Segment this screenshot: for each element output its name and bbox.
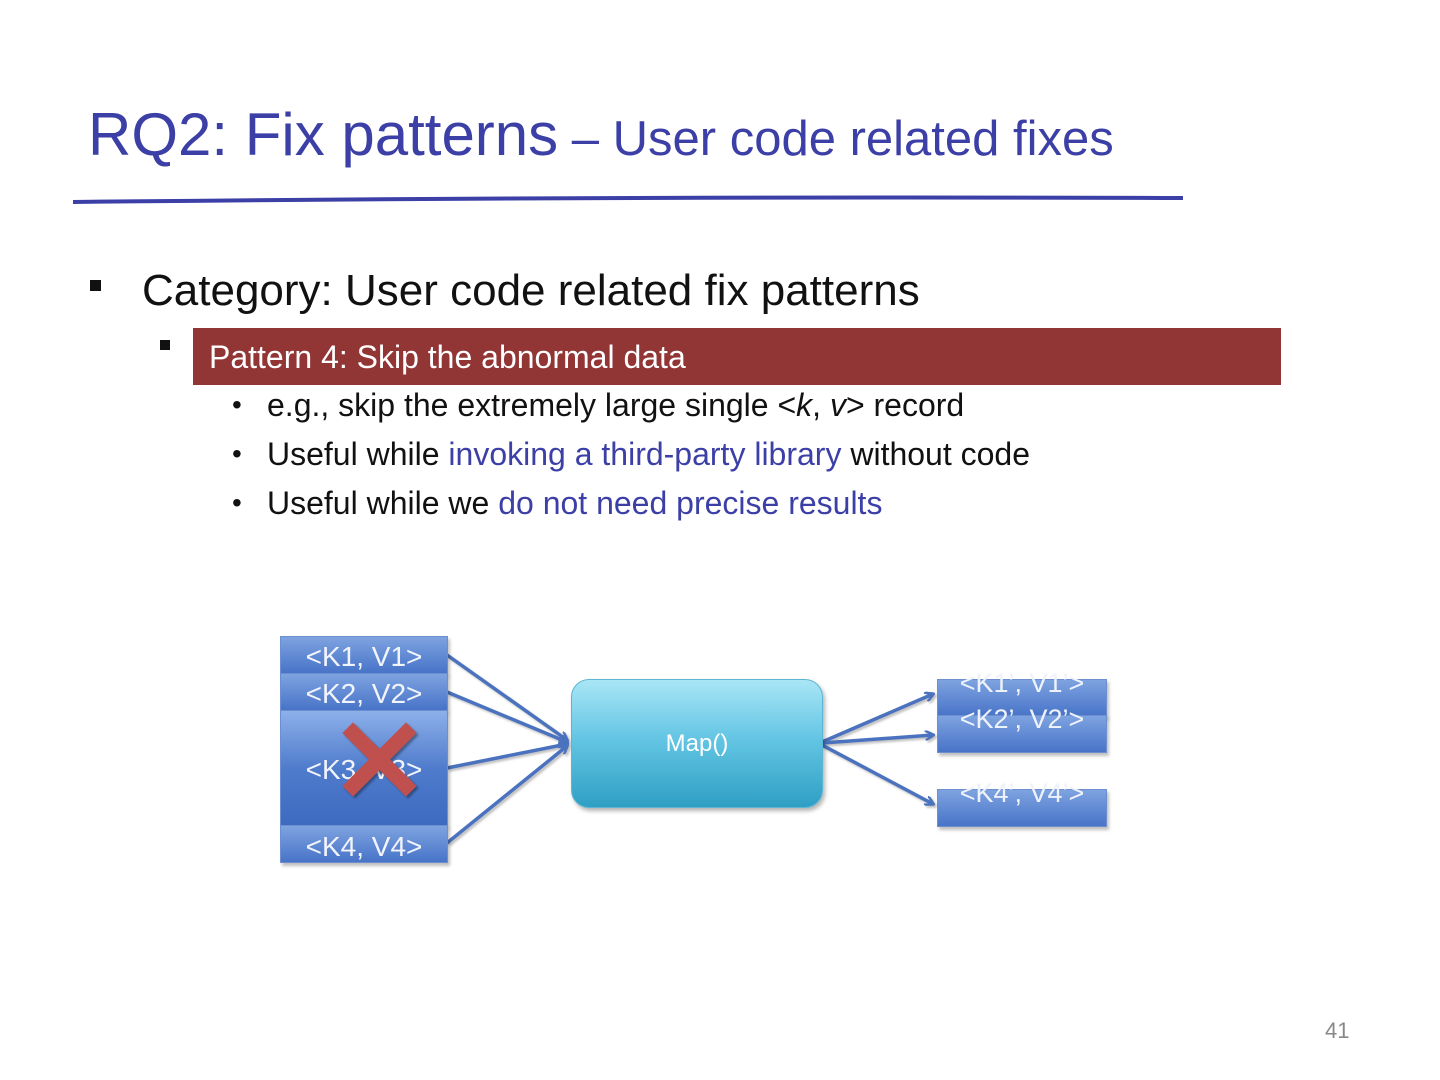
output-record-k4-label: <K4’, V4’> [959,778,1085,808]
sub-item-text-part: , [812,387,830,423]
bullet-category-text: Category: User code related fix patterns [142,266,920,315]
arrow-k4-to-map [445,746,567,845]
sub-item-highlight: do not need precise results [498,485,883,521]
sub-item-text-part: > record [845,387,965,423]
sub-item-text-part: Useful while we [267,485,499,521]
slide-title: RQ2: Fix patterns – User code related fi… [88,100,1114,169]
round-bullet-icon: • [232,389,242,420]
page-number: 41 [1325,1018,1350,1043]
input-record-k1: <K1, V1> [280,636,448,674]
sub-item-text-part: e.g., skip the extremely large single < [267,387,797,423]
output-record-k1-label: <K1’, V1’> [959,668,1085,698]
square-bullet-icon [90,280,101,291]
input-record-k2: <K2, V2> [280,673,448,711]
round-bullet-icon: • [232,438,242,469]
output-record-k2: <K2’, V2’> [937,704,1107,753]
sub-item-text: Useful while we do not need precise resu… [267,484,882,522]
sub-item-text: e.g., skip the extremely large single <k… [267,386,964,424]
round-bullet-icon: • [232,487,242,518]
arrow-k2-to-map [446,690,567,742]
sub-item-text-part: Useful while [267,436,449,472]
pattern-banner: Pattern 4: Skip the abnormal data [193,328,1281,385]
sub-item-highlight: invoking a third-party library [448,436,842,472]
sub-item-text: Useful while invoking a third-party libr… [267,435,1030,473]
output-record-k1: <K1’, V1’> [937,668,1107,717]
arrow-map-to-k4 [821,743,933,804]
output-record-k4: <K4’, V4’> [937,778,1107,827]
sub-item-value: v [829,387,846,423]
arrow-map-to-k1 [821,694,933,744]
output-record-k2-label: <K2’, V2’> [959,704,1085,734]
arrow-map-to-k2 [821,735,933,745]
arrow-k1-to-map [445,653,567,740]
arrow-k3-to-map [446,744,567,770]
map-function-box: Map() [571,679,823,808]
square-bullet-icon [160,340,170,350]
sub-item-key: k [796,387,813,423]
slide-title-sub: – User code related fixes [558,112,1114,166]
input-record-k3: <K3, V3> [280,710,448,826]
slide-title-main: RQ2: Fix patterns [88,101,559,168]
sub-item-text-part: without code [841,436,1031,472]
input-record-k4: <K4, V4> [280,825,448,863]
